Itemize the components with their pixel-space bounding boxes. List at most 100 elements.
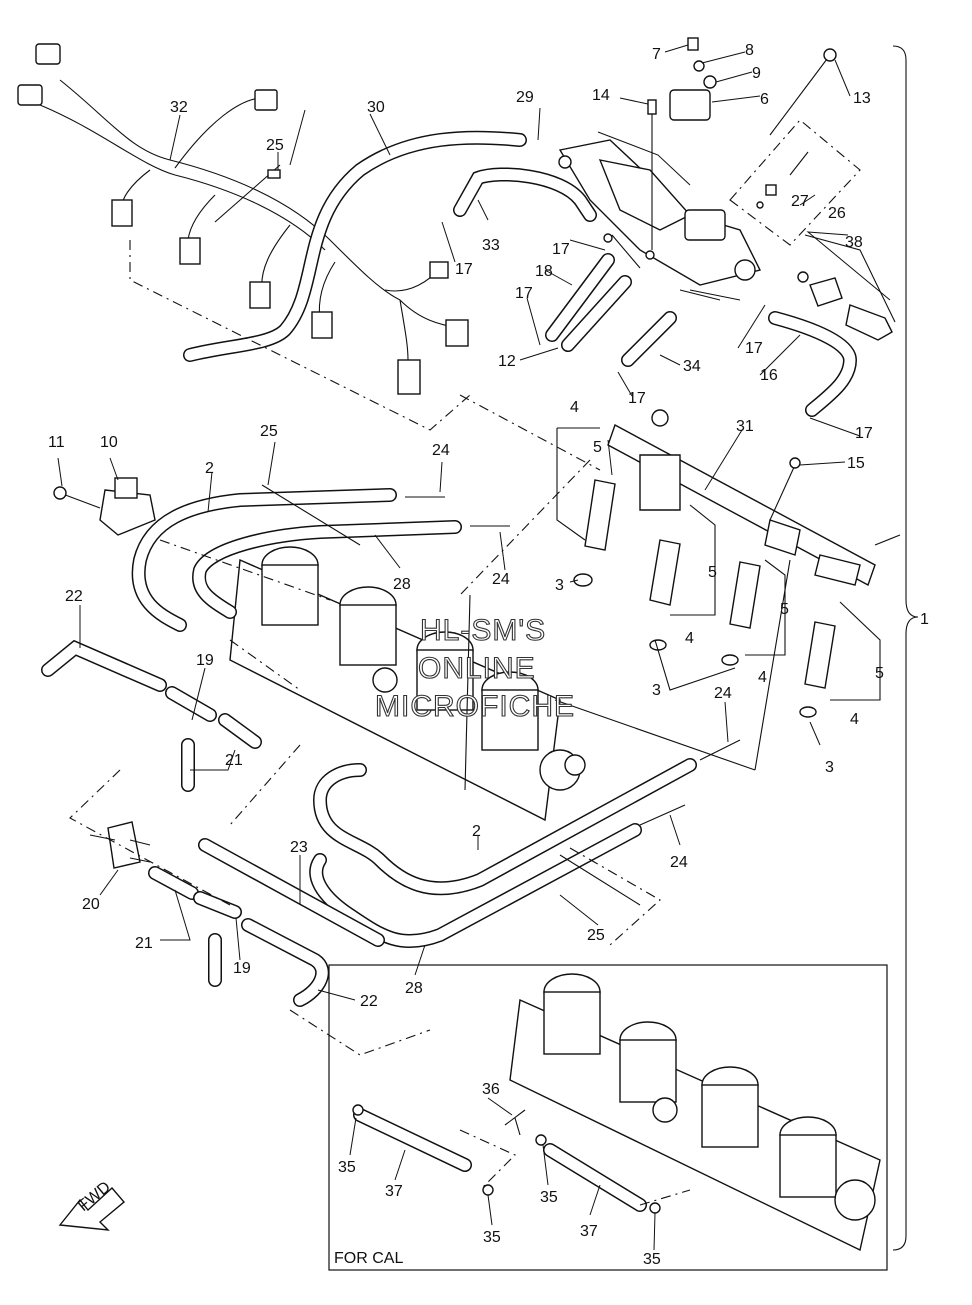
callout-3b: 3	[652, 682, 661, 699]
nuts-3	[573, 573, 817, 718]
inset-for-cal	[328, 964, 888, 1271]
callout-numbers: 1 2 2 3 3 3 4 4 4 4 5 5 5 5 6 7 8 9 10 1…	[48, 42, 929, 1268]
watermark-line-2: ONLINE	[418, 652, 536, 685]
callout-37b: 37	[580, 1223, 598, 1240]
callout-24d: 24	[670, 854, 688, 871]
callout-13: 13	[853, 90, 871, 107]
callout-23: 23	[290, 839, 308, 856]
bolt-15	[769, 457, 801, 521]
callout-22a: 22	[65, 588, 83, 605]
callout-30: 30	[367, 99, 385, 116]
callout-37a: 37	[385, 1183, 403, 1200]
hose-28-lower	[309, 823, 642, 949]
watermark-line-1: HL-SM'S	[420, 614, 546, 647]
callout-3a: 3	[555, 577, 564, 594]
tie-straps	[261, 484, 641, 906]
callout-29: 29	[516, 89, 534, 106]
callout-18: 18	[535, 263, 553, 280]
sensor-10	[53, 477, 156, 536]
callout-3c: 3	[825, 759, 834, 776]
hose-2-upper	[131, 488, 397, 632]
callout-5c: 5	[780, 601, 789, 618]
tie-strap-top	[214, 164, 281, 223]
callout-33: 33	[482, 237, 500, 254]
hoses-18-12	[545, 253, 632, 352]
callout-12: 12	[498, 353, 516, 370]
callout-28b: 28	[405, 980, 423, 997]
inset-caption: FOR CAL	[334, 1250, 403, 1267]
callout-5b: 5	[708, 564, 717, 581]
hose-34	[621, 311, 677, 367]
callout-2a: 2	[205, 460, 214, 477]
callout-5a: 5	[593, 439, 602, 456]
callout-9: 9	[752, 65, 761, 82]
hose-33	[453, 167, 597, 222]
callout-19b: 19	[233, 960, 251, 977]
callout-24a: 24	[432, 442, 450, 459]
callout-24c: 24	[714, 685, 732, 702]
callout-19a: 19	[196, 652, 214, 669]
callout-4b: 4	[685, 630, 694, 647]
hose-16	[768, 311, 858, 417]
subassembly-26	[729, 119, 861, 246]
callout-31: 31	[736, 418, 754, 435]
callout-21b: 21	[135, 935, 153, 952]
callout-17f: 17	[855, 425, 873, 442]
bolt-13	[769, 48, 837, 136]
assembly-bracket	[892, 45, 919, 1251]
hose-2-lower	[312, 758, 697, 896]
callout-27: 27	[791, 193, 809, 210]
callout-8: 8	[745, 42, 754, 59]
callout-21a: 21	[225, 752, 243, 769]
watermark-line-3: MICROFICHE	[375, 690, 575, 723]
callout-16: 16	[760, 367, 778, 384]
hoses-left-upper	[41, 639, 301, 792]
callout-7: 7	[652, 46, 661, 63]
callout-35a: 35	[338, 1159, 356, 1176]
callout-10: 10	[100, 434, 118, 451]
callout-2b: 2	[472, 823, 481, 840]
hose-28-upper	[192, 520, 462, 619]
callout-1: 1	[920, 611, 929, 628]
callout-22b: 22	[360, 993, 378, 1010]
watermark: HL-SM'S ONLINE MICROFICHE	[374, 613, 575, 723]
hose-30	[183, 130, 527, 362]
fuel-rail	[607, 409, 901, 587]
bolts-24	[405, 496, 741, 826]
reference-lines	[69, 234, 791, 1056]
callout-35b: 35	[483, 1229, 501, 1246]
callout-25c: 25	[587, 927, 605, 944]
callout-28a: 28	[393, 576, 411, 593]
callout-6: 6	[760, 91, 769, 108]
callout-25b: 25	[260, 423, 278, 440]
callout-17c: 17	[515, 285, 533, 302]
fwd-arrow: FWD	[58, 1178, 125, 1231]
callout-25a: 25	[266, 137, 284, 154]
callout-17b: 17	[552, 241, 570, 258]
callout-5d: 5	[875, 665, 884, 682]
callout-26: 26	[828, 205, 846, 222]
wire-harness	[17, 43, 469, 395]
callout-35d: 35	[643, 1251, 661, 1268]
callout-4a: 4	[570, 399, 579, 416]
leader-lines	[57, 44, 891, 1251]
throttle-body-main	[229, 546, 586, 822]
pressure-bracket-assembly	[558, 89, 762, 286]
callout-11: 11	[48, 434, 65, 451]
callout-38: 38	[845, 234, 863, 251]
callout-17e: 17	[628, 390, 646, 407]
callout-17a: 17	[455, 261, 473, 278]
injectors	[584, 479, 836, 689]
callout-34: 34	[683, 358, 701, 375]
callout-4d: 4	[850, 711, 859, 728]
callout-35c: 35	[540, 1189, 558, 1206]
callout-15: 15	[847, 455, 865, 472]
callout-4c: 4	[758, 669, 767, 686]
callout-14: 14	[592, 87, 610, 104]
valve-38	[797, 234, 896, 341]
callout-32: 32	[170, 99, 188, 116]
callout-24b: 24	[492, 571, 510, 588]
callout-17d: 17	[745, 340, 763, 357]
